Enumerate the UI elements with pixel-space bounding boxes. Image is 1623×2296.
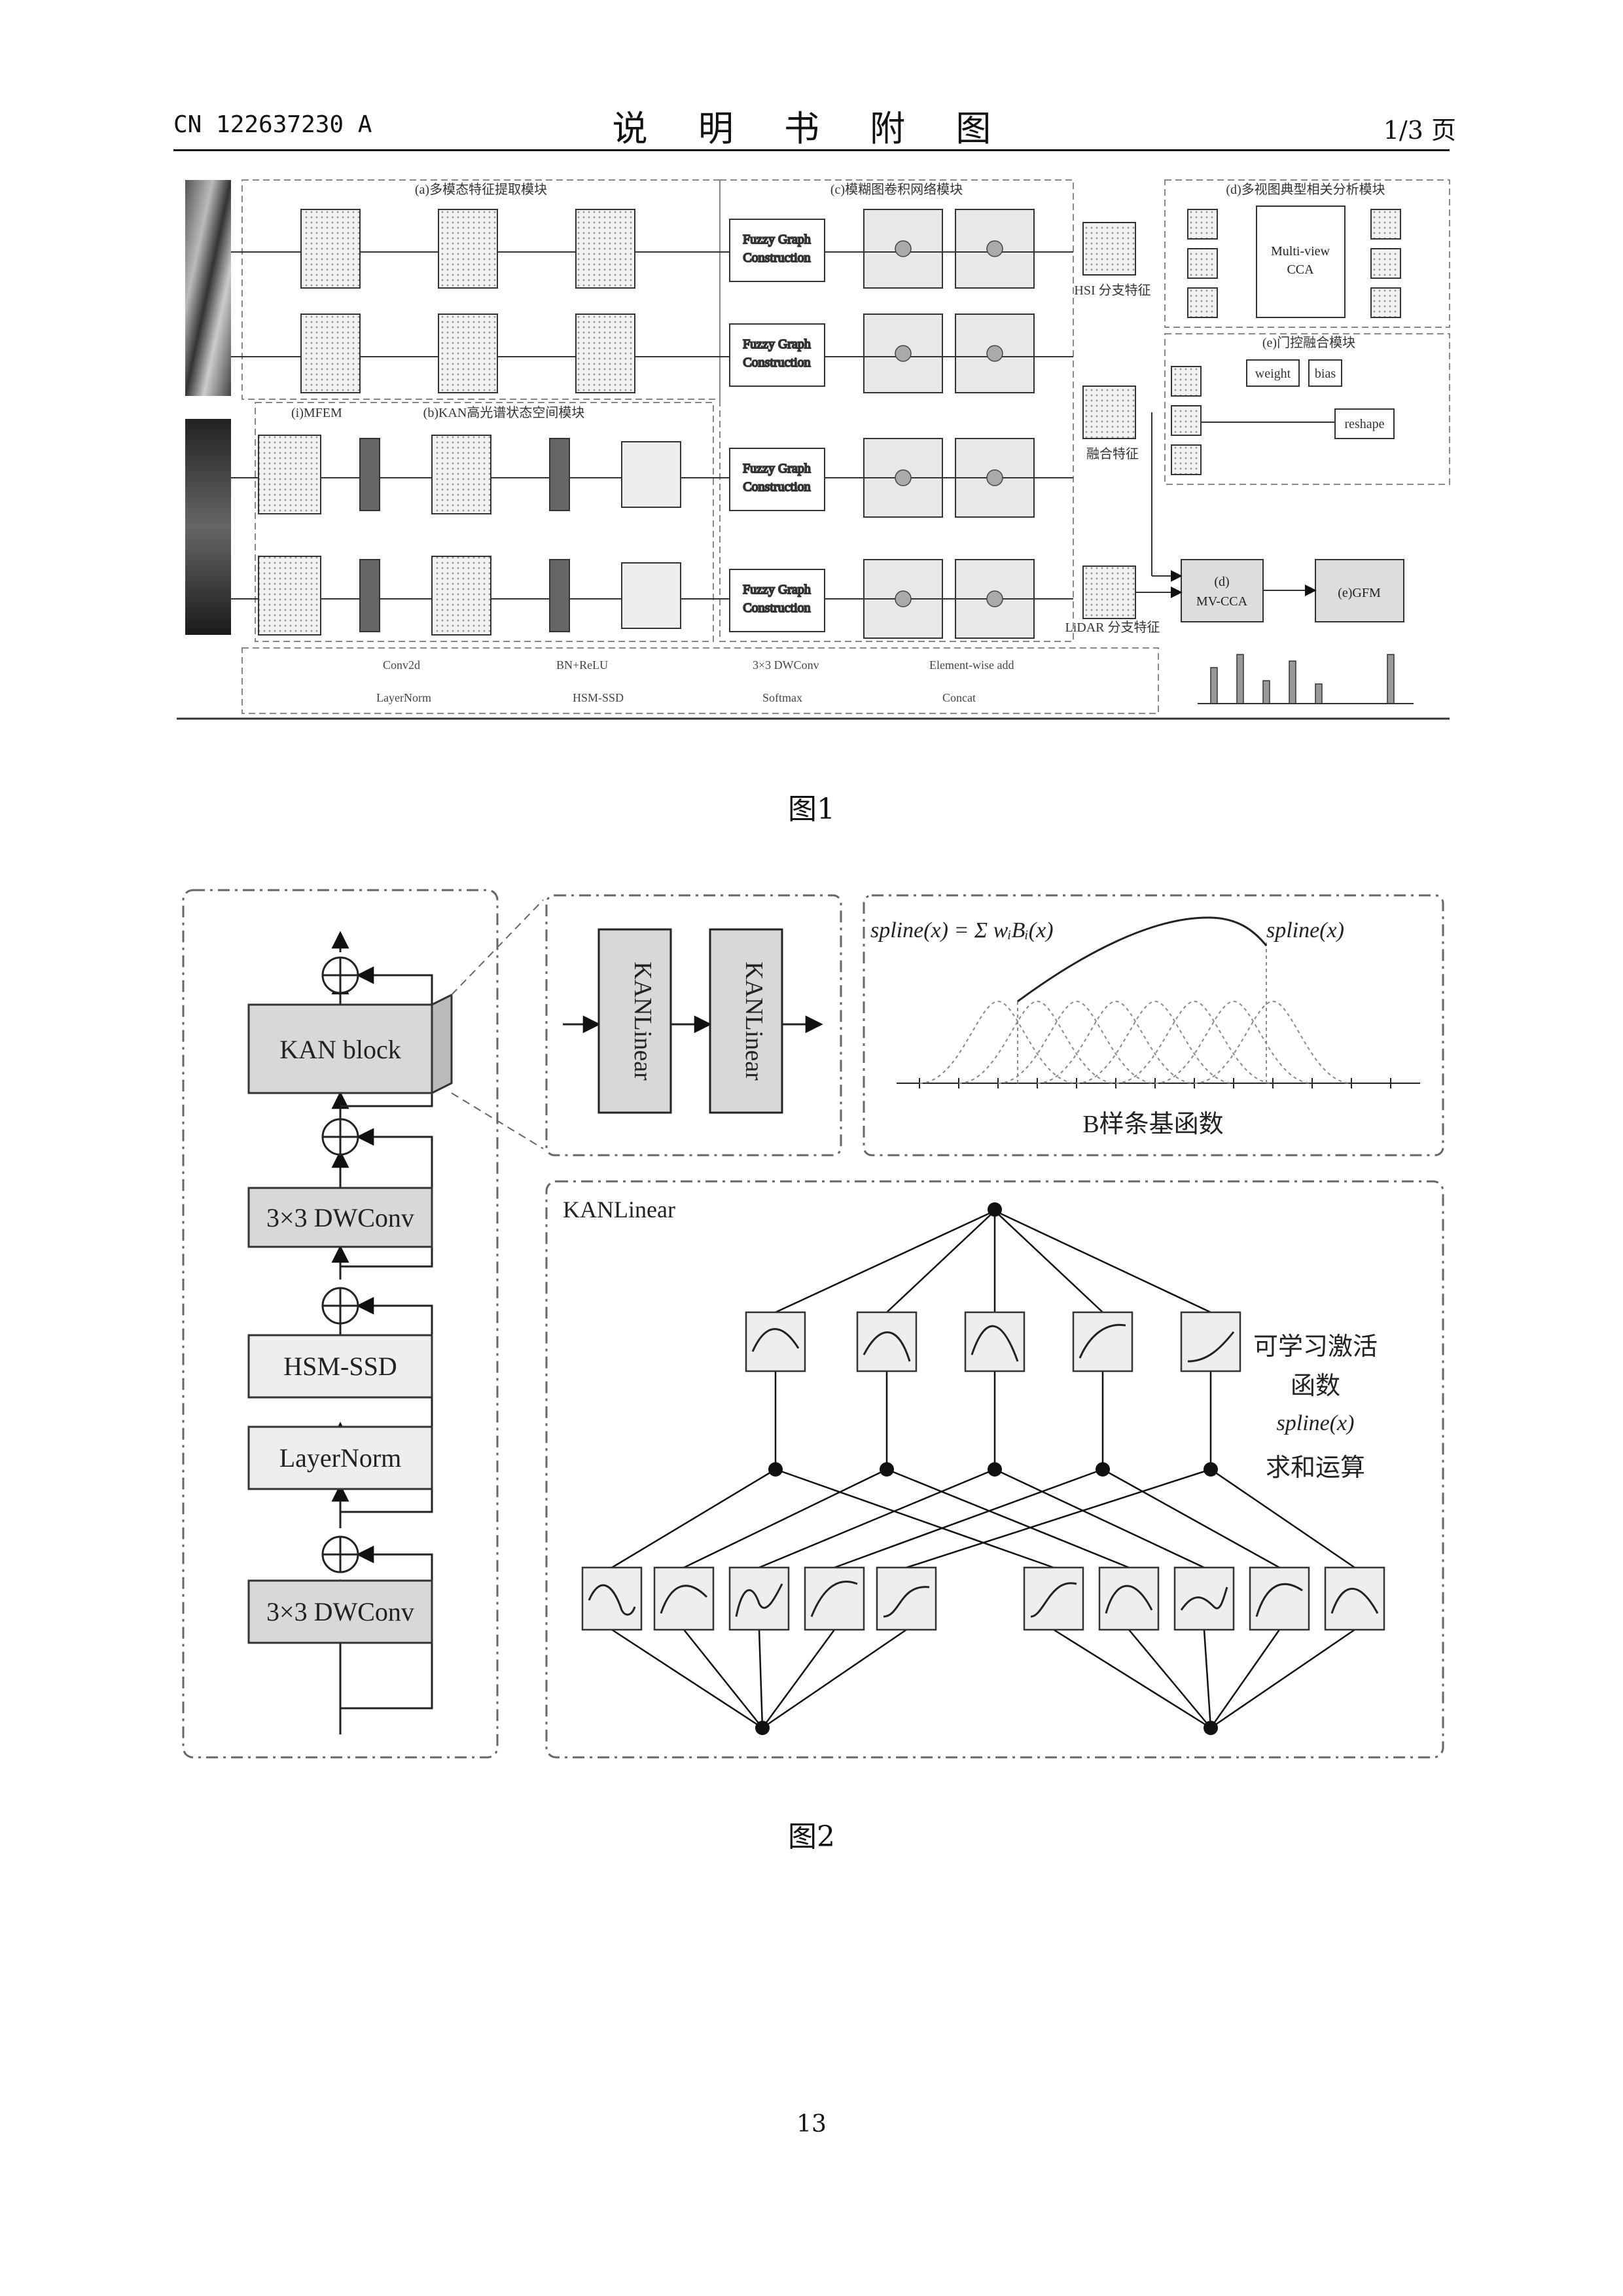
fuzzy-graph-label-2: Construction xyxy=(743,355,810,370)
legend-item: Softmax xyxy=(762,691,802,704)
legend-item: HSM-SSD xyxy=(573,691,624,704)
dwconv-bottom-label: 3×3 DWConv xyxy=(266,1597,414,1626)
legend-item: Element-wise add xyxy=(929,658,1014,672)
legend-item: Conv2d xyxy=(383,658,420,672)
fuzzy-graph-label: Fuzzy Graph xyxy=(743,461,811,476)
fuzzy-graph-label: Fuzzy Graph xyxy=(743,583,811,597)
module-e-box xyxy=(1165,334,1450,484)
fuzzy-graph-label: Fuzzy Graph xyxy=(743,337,811,351)
spline-label: spline(x) xyxy=(1266,918,1344,942)
spline-curve xyxy=(1018,918,1266,1001)
legend-item: BN+ReLU xyxy=(556,658,608,672)
layernorm-label: LayerNorm xyxy=(279,1443,402,1473)
hsm-ssd-label: HSM-SSD xyxy=(283,1352,397,1381)
activation-label-1: 可学习激活 xyxy=(1253,1333,1378,1361)
fuzzy-graph-label-2: Construction xyxy=(743,480,810,494)
mv-cca-label: (d) xyxy=(1214,575,1229,589)
activation-label-3: spline(x) xyxy=(1277,1411,1355,1435)
fuzzy-graph-label: Fuzzy Graph xyxy=(743,232,811,247)
module-a-label: (a)多模态特征提取模块 xyxy=(415,182,547,197)
legend-item: LayerNorm xyxy=(376,691,431,704)
figure-1-caption: 图1 xyxy=(0,785,1623,827)
dwconv-top-label: 3×3 DWConv xyxy=(266,1203,414,1232)
lidar-feature-label: LiDAR 分支特征 xyxy=(1065,620,1160,635)
figure-1: (a)多模态特征提取模块 (i)MFEM (b)KAN高光谱状态空间模块 (c)… xyxy=(177,180,1450,719)
module-e-label: (e)门控融合模块 xyxy=(1262,335,1355,350)
kanlinear-1-label: KANLinear xyxy=(629,961,656,1081)
weight-label: weight xyxy=(1255,367,1291,381)
hsi-input-image xyxy=(185,180,231,396)
activation-label-2: 函数 xyxy=(1291,1372,1340,1400)
figure-2: KAN block 3×3 DWConv HSM-SSD LayerNorm 3… xyxy=(183,890,1443,1757)
fuzzy-graph-label-2: Construction xyxy=(743,601,810,615)
multiview-cca-label: Multi-view xyxy=(1271,244,1330,259)
hsi-feature-label: HSI 分支特征 xyxy=(1074,283,1150,298)
lidar-input-image xyxy=(185,419,231,635)
gfm-label: (e)GFM xyxy=(1338,586,1381,600)
kan-block-label: KAN block xyxy=(279,1035,401,1064)
kanlinear-panel-title: KANLinear xyxy=(563,1196,675,1223)
sum-operation-label: 求和运算 xyxy=(1266,1454,1365,1482)
reshape-label: reshape xyxy=(1344,417,1384,431)
figure-2-caption: 图2 xyxy=(0,1813,1623,1855)
mfem-label: (i)MFEM xyxy=(291,406,342,420)
fused-feature-label: 融合特征 xyxy=(1086,446,1139,461)
multiview-cca-label-2: CCA xyxy=(1287,262,1314,277)
spline-formula: spline(x) = Σ wᵢBᵢ(x) xyxy=(870,918,1054,942)
bspline-caption: B样条基函数 xyxy=(1082,1111,1223,1138)
mv-cca-label-2: MV-CCA xyxy=(1196,594,1248,609)
kanlinear-2-label: KANLinear xyxy=(740,961,768,1081)
bias-label: bias xyxy=(1315,367,1336,381)
page-number: 13 xyxy=(0,2111,1623,2138)
legend-item: Concat xyxy=(942,691,976,704)
module-d-label: (d)多视图典型相关分析模块 xyxy=(1226,182,1385,197)
module-b-label: (b)KAN高光谱状态空间模块 xyxy=(423,405,585,420)
fuzzy-graph-label-2: Construction xyxy=(743,251,810,265)
legend-item: 3×3 DWConv xyxy=(753,658,819,672)
module-c-label: (c)模糊图卷积网络模块 xyxy=(830,182,963,197)
